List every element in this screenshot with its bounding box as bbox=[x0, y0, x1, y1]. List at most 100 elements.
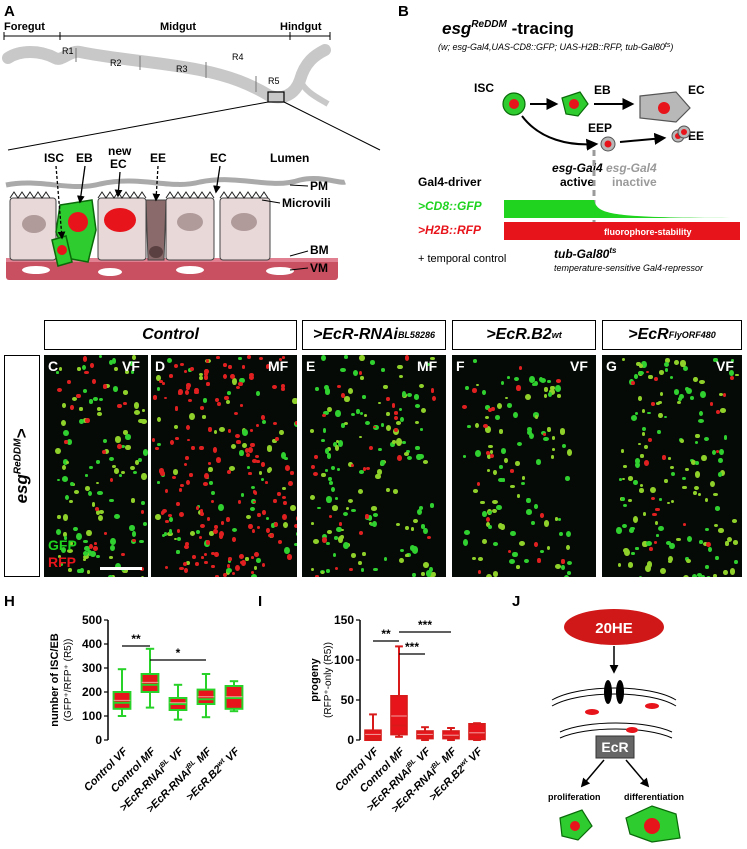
cell-signal bbox=[723, 569, 728, 575]
cell-signal bbox=[348, 461, 354, 467]
y-tick-label: 300 bbox=[82, 661, 102, 675]
row-label-sup: ReDDM bbox=[12, 438, 24, 475]
cell-signal bbox=[704, 498, 708, 503]
cell-signal bbox=[88, 398, 94, 404]
cell-signal bbox=[62, 458, 68, 465]
cell-signal bbox=[253, 566, 258, 570]
cell-signal bbox=[372, 567, 378, 572]
b-label-eb: EB bbox=[594, 83, 611, 97]
mic-letter-c: C bbox=[48, 358, 59, 374]
cell-signal bbox=[198, 536, 202, 540]
cell-signal bbox=[311, 567, 315, 572]
cell-signal bbox=[516, 494, 521, 499]
cell-signal bbox=[352, 369, 359, 377]
cell-signal bbox=[340, 367, 346, 372]
cell-signal bbox=[60, 562, 64, 566]
cell-signal bbox=[635, 547, 639, 550]
cell-signal bbox=[546, 545, 551, 551]
cell-signal bbox=[288, 481, 293, 486]
cell-signal bbox=[396, 437, 402, 446]
cell-signal bbox=[79, 568, 85, 573]
cell-signal bbox=[177, 529, 181, 534]
cell-signal bbox=[185, 479, 191, 486]
cell-signal bbox=[474, 422, 480, 428]
cell-signal bbox=[172, 475, 177, 479]
cell-signal bbox=[558, 531, 563, 537]
cell-signal bbox=[161, 508, 167, 513]
cell-signal bbox=[646, 370, 650, 374]
cell-signal bbox=[399, 375, 404, 379]
cell-signal bbox=[664, 368, 669, 372]
segment-r1: R1 bbox=[62, 46, 74, 56]
cell-signal bbox=[697, 573, 703, 577]
cell-signal bbox=[228, 364, 233, 370]
cell-signal bbox=[363, 466, 367, 471]
cell-signal bbox=[682, 522, 687, 526]
cell-signal bbox=[360, 376, 364, 380]
cell-signal bbox=[122, 390, 129, 395]
cell-signal bbox=[159, 468, 164, 474]
cell-signal bbox=[404, 355, 410, 361]
cell-signal bbox=[394, 411, 399, 415]
cell-signal bbox=[705, 575, 711, 577]
cell-signal bbox=[189, 473, 193, 478]
cell-signal bbox=[77, 367, 81, 371]
cell-signal bbox=[563, 575, 569, 577]
cell-signal bbox=[664, 362, 670, 368]
cell-signal bbox=[280, 383, 285, 388]
cell-signal bbox=[655, 507, 660, 512]
cell-signal bbox=[402, 440, 406, 445]
cell-signal bbox=[480, 500, 485, 504]
mic-tag-g: VF bbox=[716, 358, 734, 374]
cell-signal bbox=[507, 549, 511, 553]
out-proliferation: proliferation bbox=[548, 792, 601, 802]
panel-letter-b: B bbox=[398, 3, 409, 20]
cell-signal bbox=[309, 495, 315, 501]
cell-signal bbox=[342, 512, 349, 517]
cell-signal bbox=[698, 419, 704, 424]
cell-signal bbox=[198, 445, 204, 451]
b-repressor: temperature-sensitive Gal4-repressor bbox=[554, 263, 704, 273]
cell-signal bbox=[67, 379, 72, 385]
cell-signal bbox=[429, 356, 435, 361]
box bbox=[364, 729, 382, 742]
cell-signal bbox=[663, 415, 668, 419]
cell-signal bbox=[328, 477, 332, 482]
cell-signal bbox=[234, 564, 240, 571]
cell-signal bbox=[356, 409, 360, 414]
cell-signal bbox=[499, 465, 503, 469]
cell-signal bbox=[57, 388, 63, 393]
mic-tag-e: MF bbox=[417, 358, 438, 374]
cell-signal bbox=[202, 398, 208, 403]
cell-signal bbox=[380, 460, 386, 467]
mic-letter-e: E bbox=[306, 358, 316, 374]
cell-signal bbox=[702, 541, 708, 546]
cell-signal bbox=[338, 440, 344, 447]
cell-signal bbox=[729, 568, 735, 575]
cell-signal bbox=[321, 439, 326, 443]
cell-signal bbox=[95, 459, 101, 464]
cell-signal bbox=[186, 561, 190, 566]
cell-signal bbox=[249, 428, 254, 432]
cell-signal bbox=[54, 447, 61, 455]
y-tick-label: 100 bbox=[334, 653, 354, 667]
cell-signal bbox=[82, 558, 87, 561]
cell-signal bbox=[359, 530, 364, 535]
b-title: esg bbox=[442, 19, 472, 38]
cell-signal bbox=[484, 416, 489, 420]
cell-signal bbox=[70, 405, 75, 410]
cell-signal bbox=[239, 450, 244, 456]
cell-signal bbox=[287, 554, 292, 560]
cell-signal bbox=[219, 531, 225, 537]
cell-signal bbox=[166, 357, 173, 364]
region-midgut: Midgut bbox=[160, 21, 196, 33]
cell-signal bbox=[730, 375, 735, 380]
cell-signal bbox=[321, 472, 326, 477]
cell-signal bbox=[102, 449, 107, 454]
cell-signal bbox=[161, 381, 166, 385]
cell-signal bbox=[359, 355, 365, 362]
significance-label: ** bbox=[381, 627, 391, 641]
cell-signal bbox=[321, 537, 327, 543]
